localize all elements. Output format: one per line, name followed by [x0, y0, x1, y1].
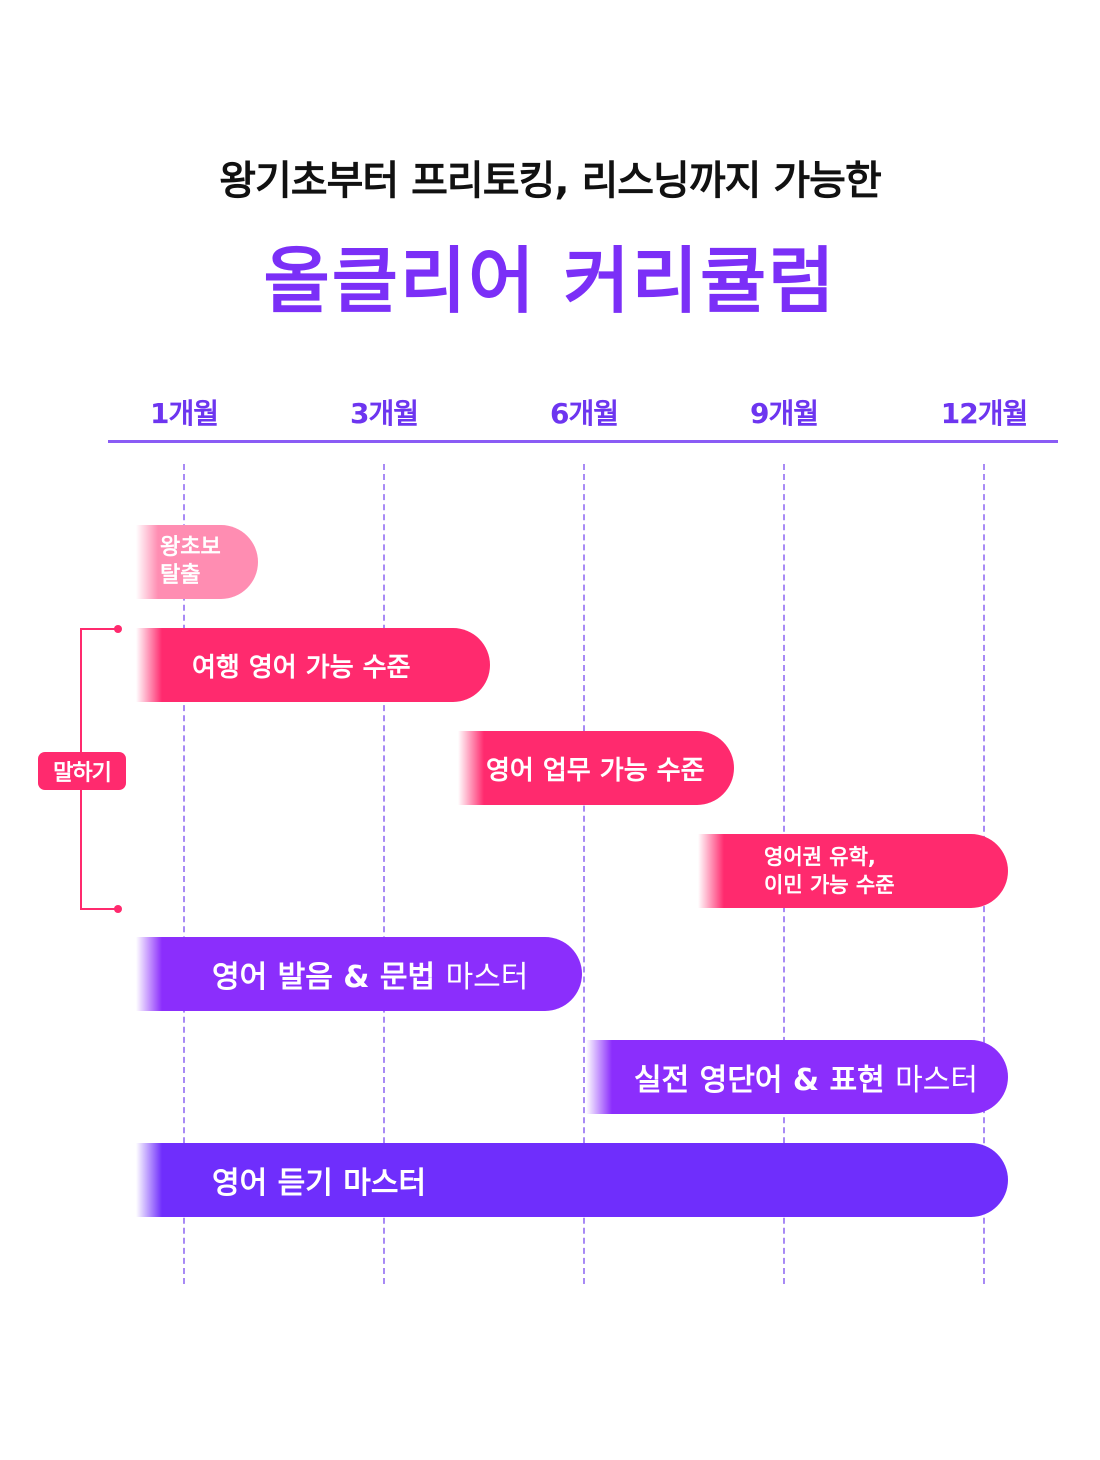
month-label-9: 9개월	[749, 397, 819, 430]
bar-pronunciation: 영어 발음 & 문법 마스터	[136, 937, 582, 1011]
bar-vocabulary: 실전 영단어 & 표현 마스터	[586, 1040, 1008, 1114]
speaking-badge: 말하기	[38, 752, 126, 790]
month-label-12: 12개월	[940, 397, 1029, 430]
bar-vocabulary-bold: 실전 영단어 & 표현	[634, 1063, 885, 1098]
axis-line	[108, 440, 1058, 443]
month-label-6: 6개월	[549, 397, 619, 430]
bracket-dot-top	[114, 625, 122, 633]
bracket-dot-bottom	[114, 905, 122, 913]
bar-pronunciation-bold: 영어 발음 & 문법	[212, 960, 436, 995]
bar-beginner-line2: 탈출	[160, 563, 201, 588]
bracket-bottom	[80, 908, 118, 910]
bar-abroad-line1: 영어권 유학,	[764, 845, 876, 869]
bar-listening-label: 영어 듣기 마스터	[212, 1166, 427, 1201]
bar-business: 영어 업무 가능 수준	[458, 731, 734, 805]
bar-abroad: 영어권 유학, 이민 가능 수준	[698, 834, 1008, 908]
bar-travel-label: 여행 영어 가능 수준	[192, 652, 411, 683]
bar-vocabulary-thin: 마스터	[895, 1063, 978, 1098]
month-label-3: 3개월	[349, 397, 419, 430]
subtitle: 왕기초부터 프리토킹, 리스닝까지 가능한	[219, 158, 882, 204]
page-title: 올클리어 커리큘럼	[263, 239, 837, 323]
bar-travel: 여행 영어 가능 수준	[136, 628, 490, 702]
bar-abroad-line2: 이민 가능 수준	[764, 873, 895, 897]
bar-beginner: 왕초보 탈출	[136, 525, 258, 599]
bar-beginner-line1: 왕초보	[160, 535, 221, 560]
bar-pronunciation-thin: 마스터	[445, 960, 529, 995]
bracket-top	[80, 628, 118, 630]
gridline-1	[183, 464, 185, 1284]
bar-listening: 영어 듣기 마스터	[136, 1143, 1008, 1217]
bar-business-label: 영어 업무 가능 수준	[486, 755, 705, 786]
gridline-3	[383, 464, 385, 1284]
month-label-1: 1개월	[149, 397, 219, 430]
gridline-6	[583, 464, 585, 1284]
